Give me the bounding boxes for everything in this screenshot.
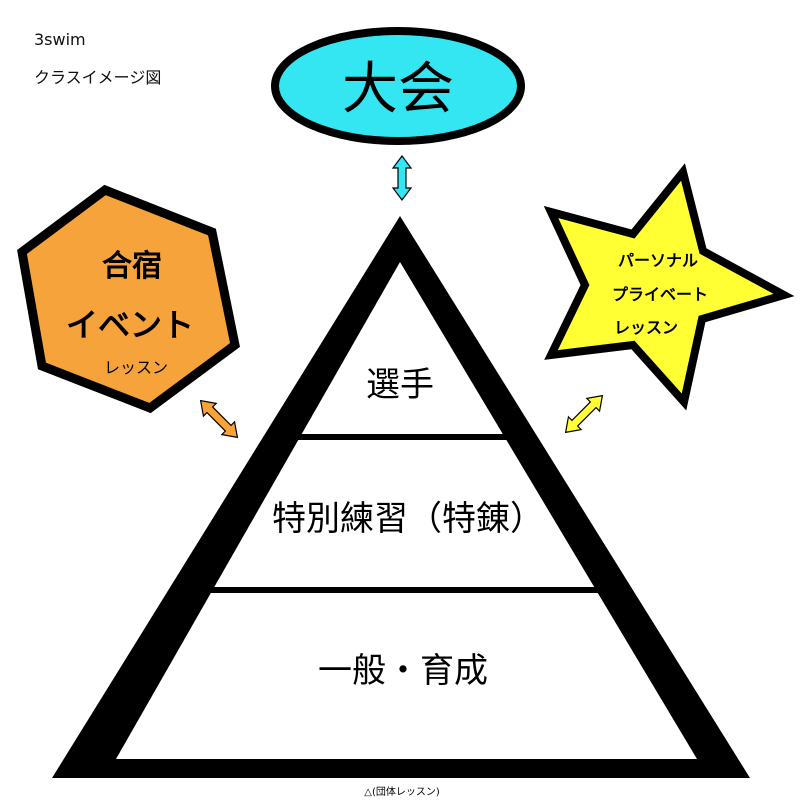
footnote-group-lesson: △(団体レッスン) <box>364 786 440 798</box>
tier-special-training-label: 特別練習（特錬） <box>272 499 544 539</box>
personal-lesson-star <box>543 163 795 411</box>
left-arrow-shape <box>199 399 239 439</box>
pyramid-inner <box>116 262 697 759</box>
personal-label: パーソナル <box>618 251 698 270</box>
left-double-arrow <box>199 399 239 439</box>
personal-lesson-label: レッスン <box>614 318 678 337</box>
top-double-arrow <box>391 155 413 201</box>
event-label: イベント <box>66 306 194 344</box>
top-arrow-shape <box>391 155 413 201</box>
camp-event-node: 合宿 イベント レッスン <box>17 184 240 414</box>
personal-lesson-node: パーソナル プライベート レッスン <box>543 163 795 411</box>
camp-lesson-label: レッスン <box>104 358 168 377</box>
camp-label: 合宿 <box>102 249 162 284</box>
private-label: プライベート <box>612 285 708 304</box>
tier-athletes-label: 選手 <box>366 365 434 405</box>
competition-label: 大会 <box>342 57 454 122</box>
class-pyramid: 選手 特別練習（特錬） 一般・育成 <box>52 216 750 778</box>
tier-general-label: 一般・育成 <box>318 651 488 691</box>
brand-label: 3swim <box>34 30 86 49</box>
competition-node: 大会 <box>271 27 525 145</box>
camp-event-hexagon <box>17 184 240 414</box>
right-double-arrow <box>564 394 604 434</box>
diagram-subtitle: クラスイメージ図 <box>34 68 162 87</box>
competition-ellipse <box>271 27 525 145</box>
right-arrow-shape <box>564 394 604 434</box>
